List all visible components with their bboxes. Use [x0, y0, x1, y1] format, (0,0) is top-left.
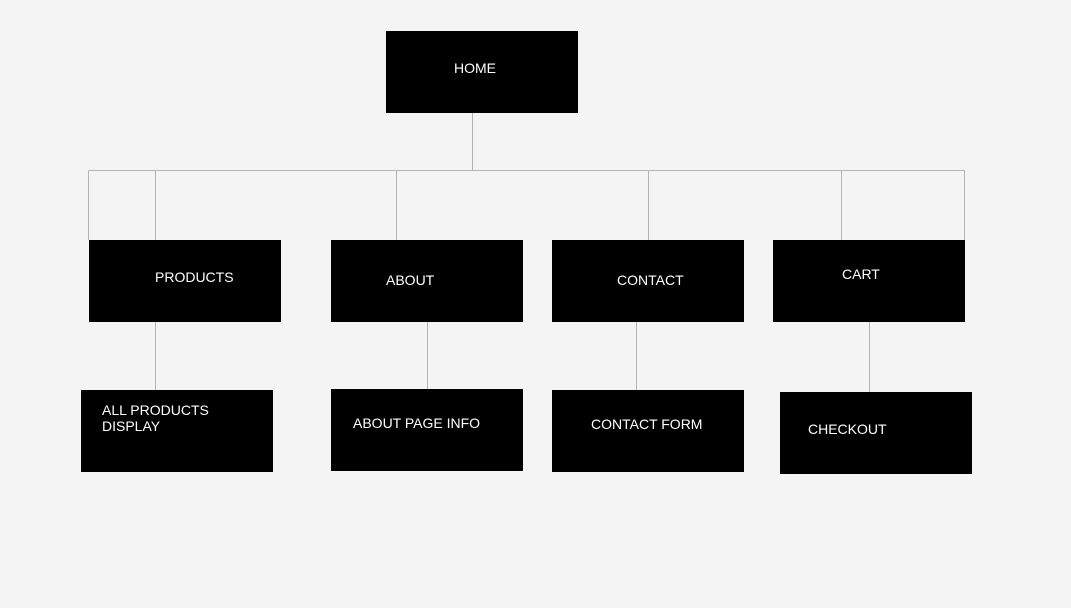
node-home-label: HOME	[454, 60, 496, 76]
node-checkout: CHECKOUT	[780, 392, 972, 474]
node-all-products-display-label: ALL PRODUCTS DISPLAY	[102, 402, 209, 434]
node-about-label: ABOUT	[386, 272, 435, 288]
node-products-label: PRODUCTS	[155, 269, 234, 285]
node-cart: CART	[773, 240, 965, 322]
node-about-page-info-label: ABOUT PAGE INFO	[353, 415, 481, 431]
node-all-products-display: ALL PRODUCTS DISPLAY	[81, 390, 273, 472]
node-contact-form-label: CONTACT FORM	[591, 416, 703, 432]
node-checkout-label: CHECKOUT	[808, 421, 887, 437]
node-home: HOME	[386, 31, 578, 113]
node-contact: CONTACT	[552, 240, 744, 322]
node-contact-label: CONTACT	[617, 272, 684, 288]
node-about: ABOUT	[331, 240, 523, 322]
node-cart-label: CART	[842, 266, 880, 282]
node-contact-form: CONTACT FORM	[552, 390, 744, 472]
node-about-page-info: ABOUT PAGE INFO	[331, 389, 523, 471]
node-products: PRODUCTS	[89, 240, 281, 322]
